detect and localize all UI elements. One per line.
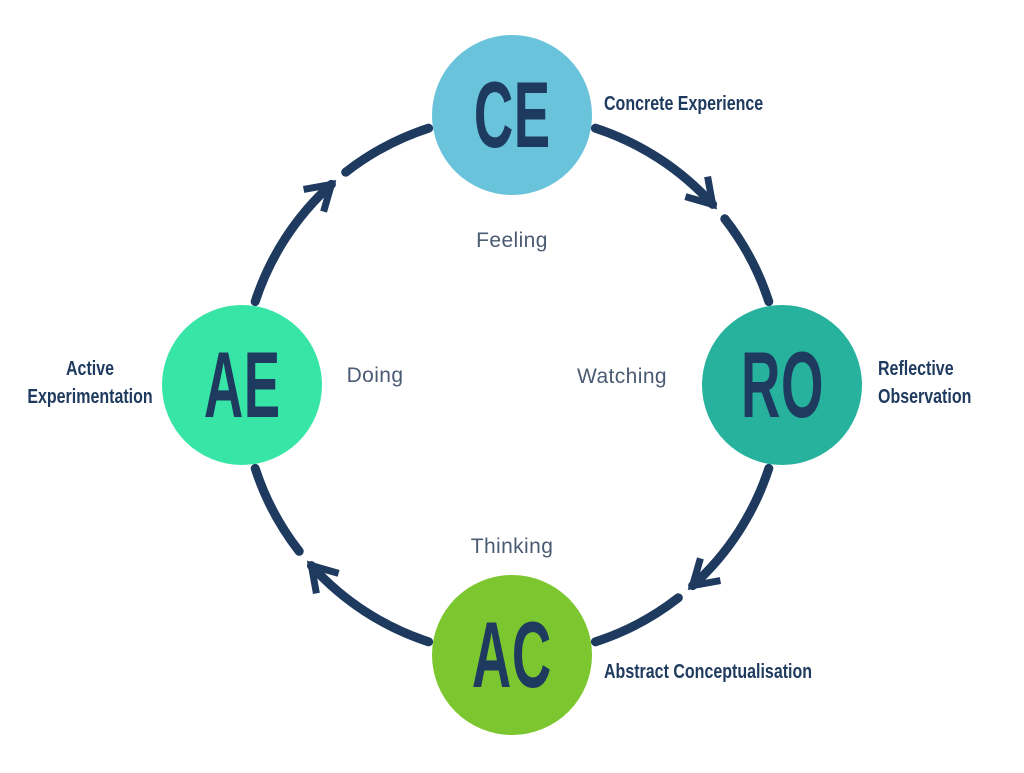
ring-arc-ce-to-arrow1 [590, 123, 718, 209]
node-circle-ae [162, 305, 322, 465]
node-label-active-experimentation: Active Experimentation [27, 358, 153, 408]
ring-arc-arrow3-to-ae [250, 463, 304, 556]
node-abbr-ce: CE [473, 62, 551, 167]
arrow-ac-to-ae-icon [306, 560, 340, 595]
node-abbr-ro: RO [740, 332, 824, 437]
ring-arc-arrow1-to-ro [720, 214, 774, 307]
ring-arc-ac-to-arrow3 [306, 561, 434, 647]
arrow-ce-to-ro-icon [684, 175, 718, 210]
ring-arc-ae-to-arrow4 [250, 179, 336, 307]
ring-arc-arrow4-to-ce [341, 123, 434, 177]
arrow-ro-to-ac-icon [687, 557, 722, 591]
node-abbr-ac: AC [472, 602, 552, 707]
cycle-arrowheads [302, 175, 722, 595]
cycle-ring [250, 123, 774, 647]
inner-label-feeling: Feeling [476, 229, 548, 252]
node-circle-ac [432, 575, 592, 735]
arrow-ae-to-ce-icon [302, 179, 337, 213]
node-circle-ro [702, 305, 862, 465]
ring-arc-ro-to-arrow2 [688, 463, 774, 591]
node-circle-ce [432, 35, 592, 195]
inner-label-doing: Doing [346, 364, 404, 387]
node-label-reflective-observation: Reflective Observation [878, 358, 972, 408]
inner-label-thinking: Thinking [470, 535, 554, 558]
ring-arc-arrow2-to-ac [590, 593, 683, 647]
node-label-abstract-conceptualisation: Abstract Conceptualisation [604, 661, 813, 683]
node-abbr-ae: AE [203, 332, 281, 437]
node-label-concrete-experience: Concrete Experience [604, 93, 764, 115]
inner-label-watching: Watching [577, 365, 667, 388]
